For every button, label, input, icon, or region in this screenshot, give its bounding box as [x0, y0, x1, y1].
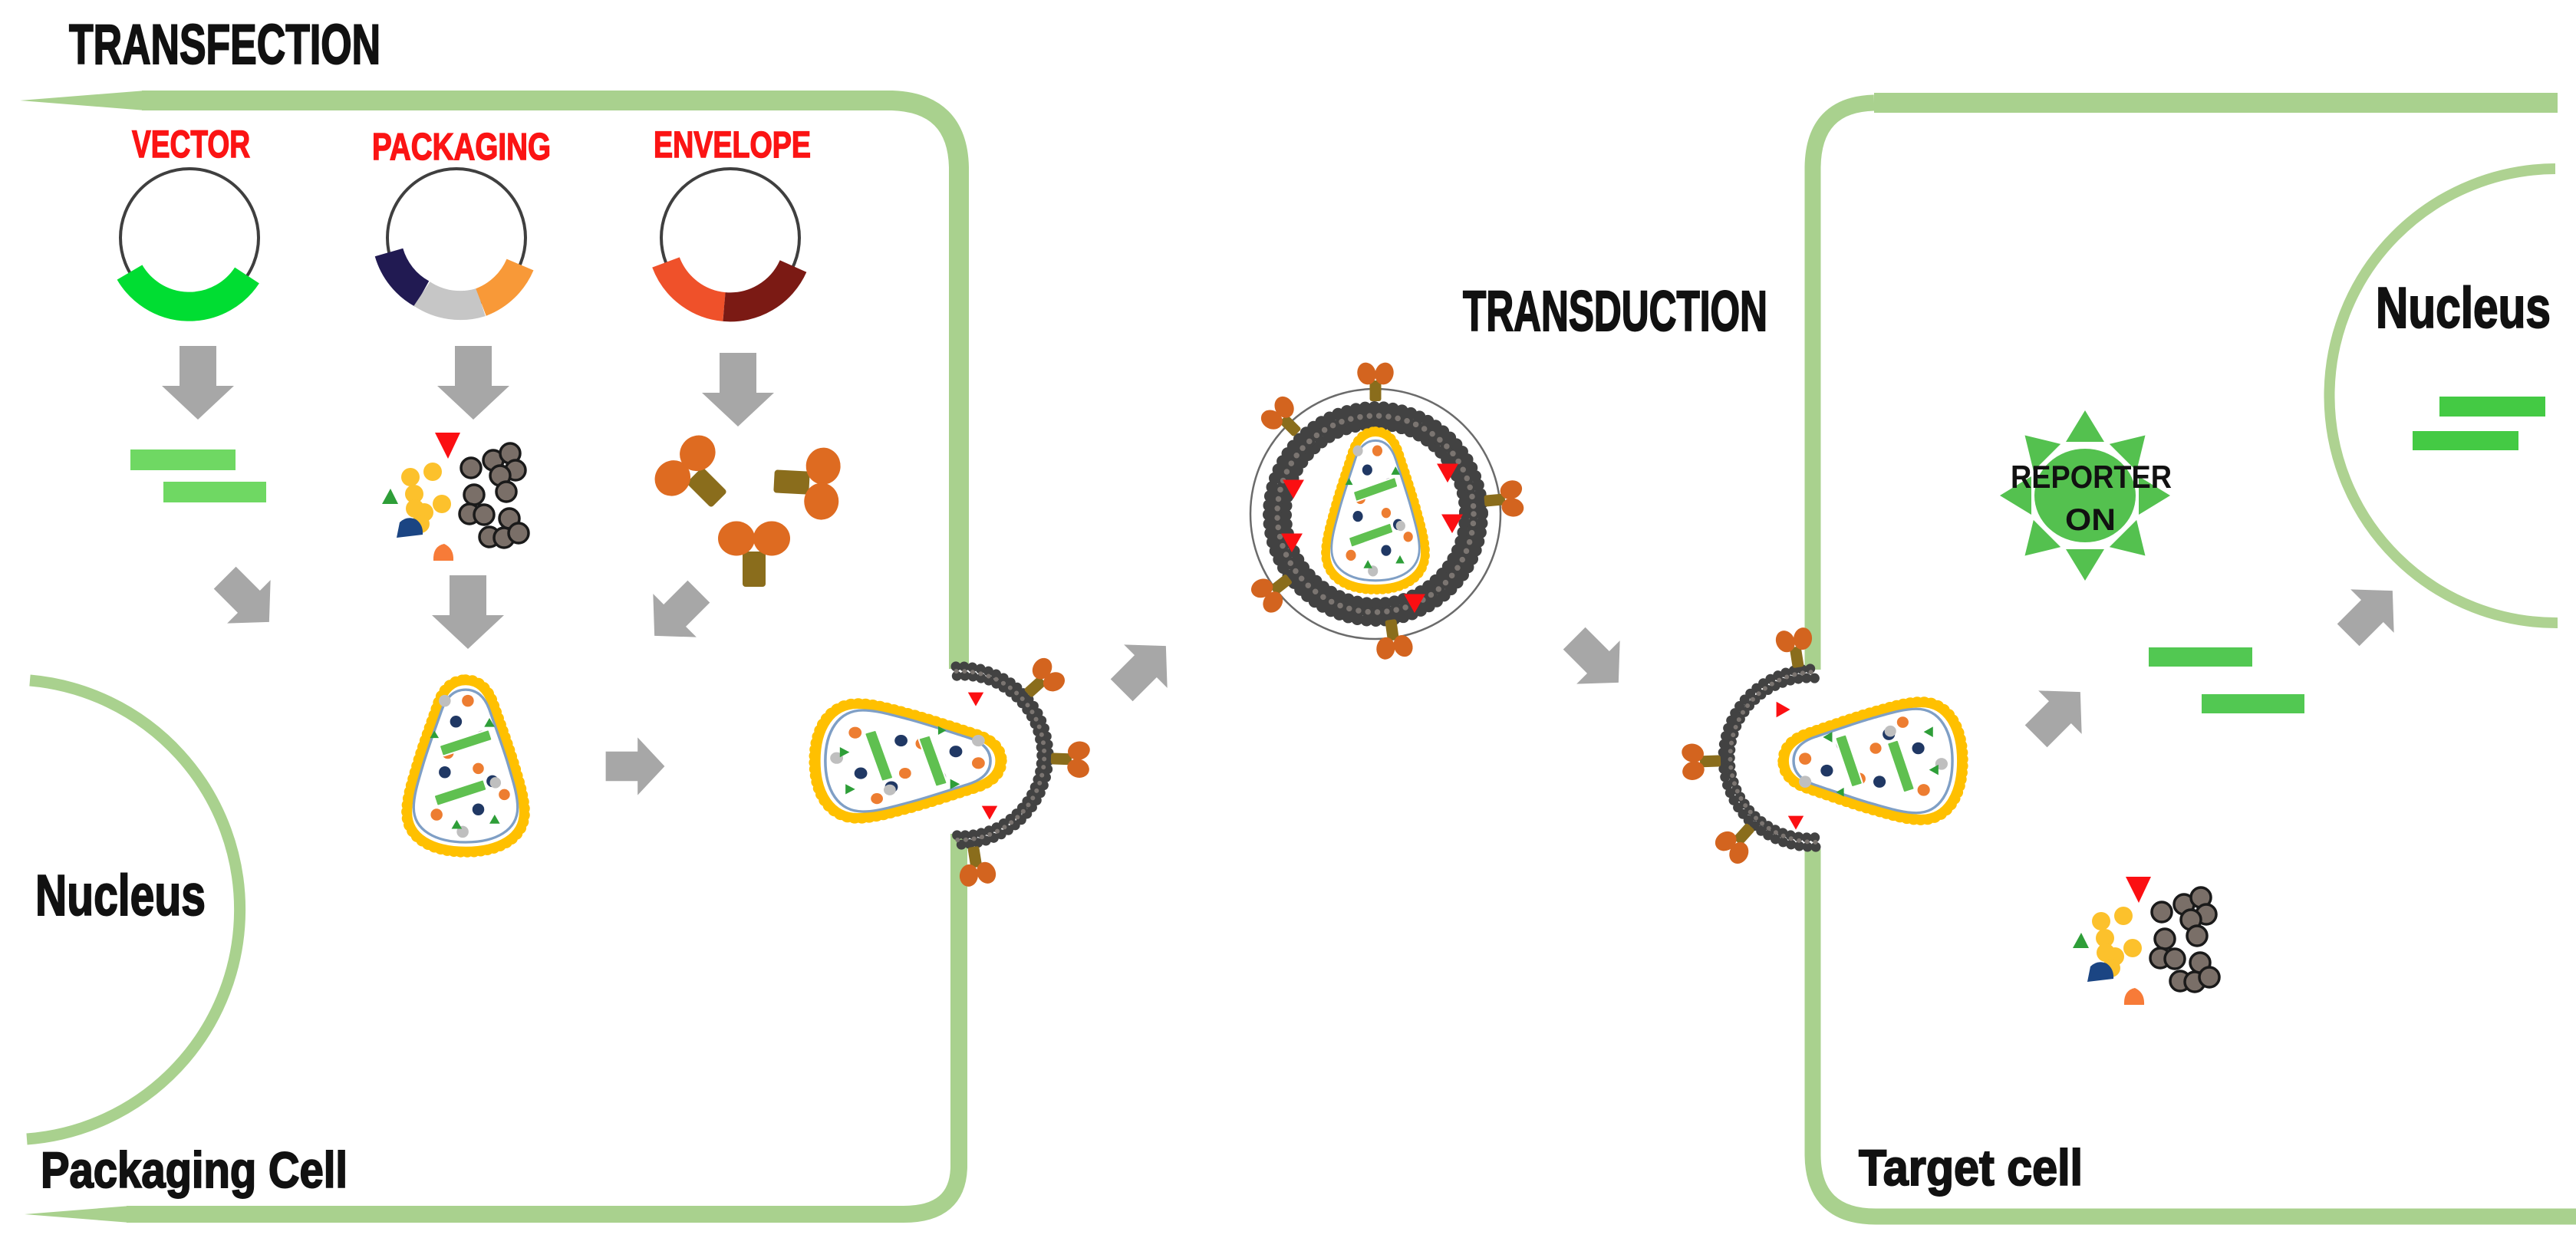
svg-text:TRANSDUCTION: TRANSDUCTION — [1463, 279, 1767, 343]
svg-text:Nucleus: Nucleus — [2376, 275, 2551, 340]
svg-text:Packaging Cell: Packaging Cell — [41, 1141, 348, 1198]
svg-text:VECTOR: VECTOR — [132, 123, 250, 166]
svg-text:Nucleus: Nucleus — [35, 863, 206, 927]
svg-text:TRANSFECTION: TRANSFECTION — [69, 14, 380, 76]
svg-text:ON: ON — [2065, 503, 2116, 537]
svg-text:ENVELOPE: ENVELOPE — [654, 125, 811, 166]
svg-text:REPORTER: REPORTER — [2011, 459, 2172, 495]
svg-text:Target cell: Target cell — [1859, 1139, 2083, 1196]
svg-text:PACKAGING: PACKAGING — [372, 127, 551, 168]
